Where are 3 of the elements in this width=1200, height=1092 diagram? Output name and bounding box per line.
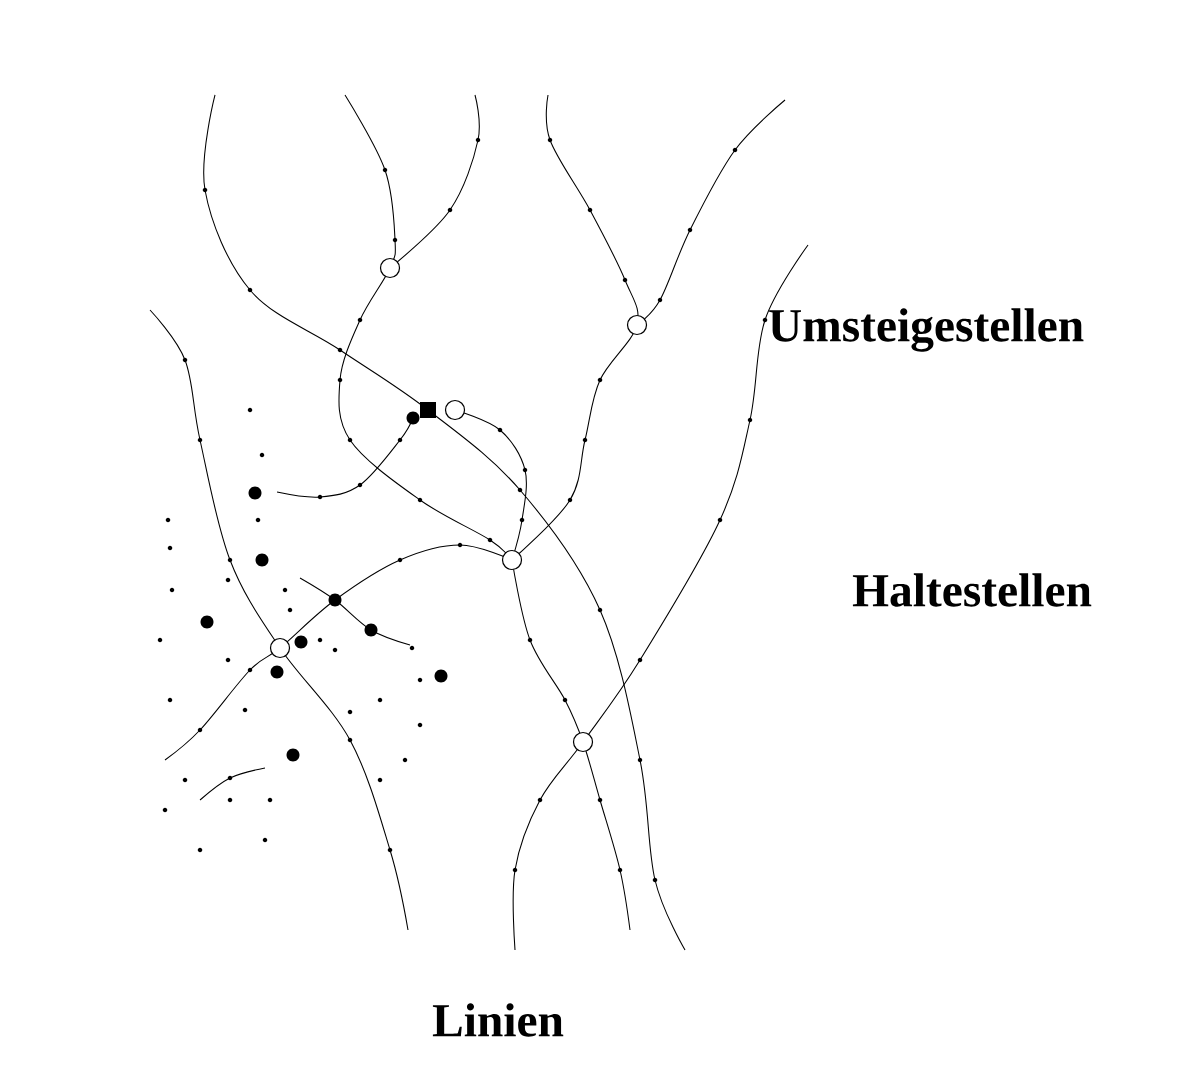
- label-text: Umsteigestellen: [769, 308, 1084, 352]
- label-text: Linien: [432, 1003, 564, 1037]
- label-text: Haltestellen: [852, 573, 1092, 607]
